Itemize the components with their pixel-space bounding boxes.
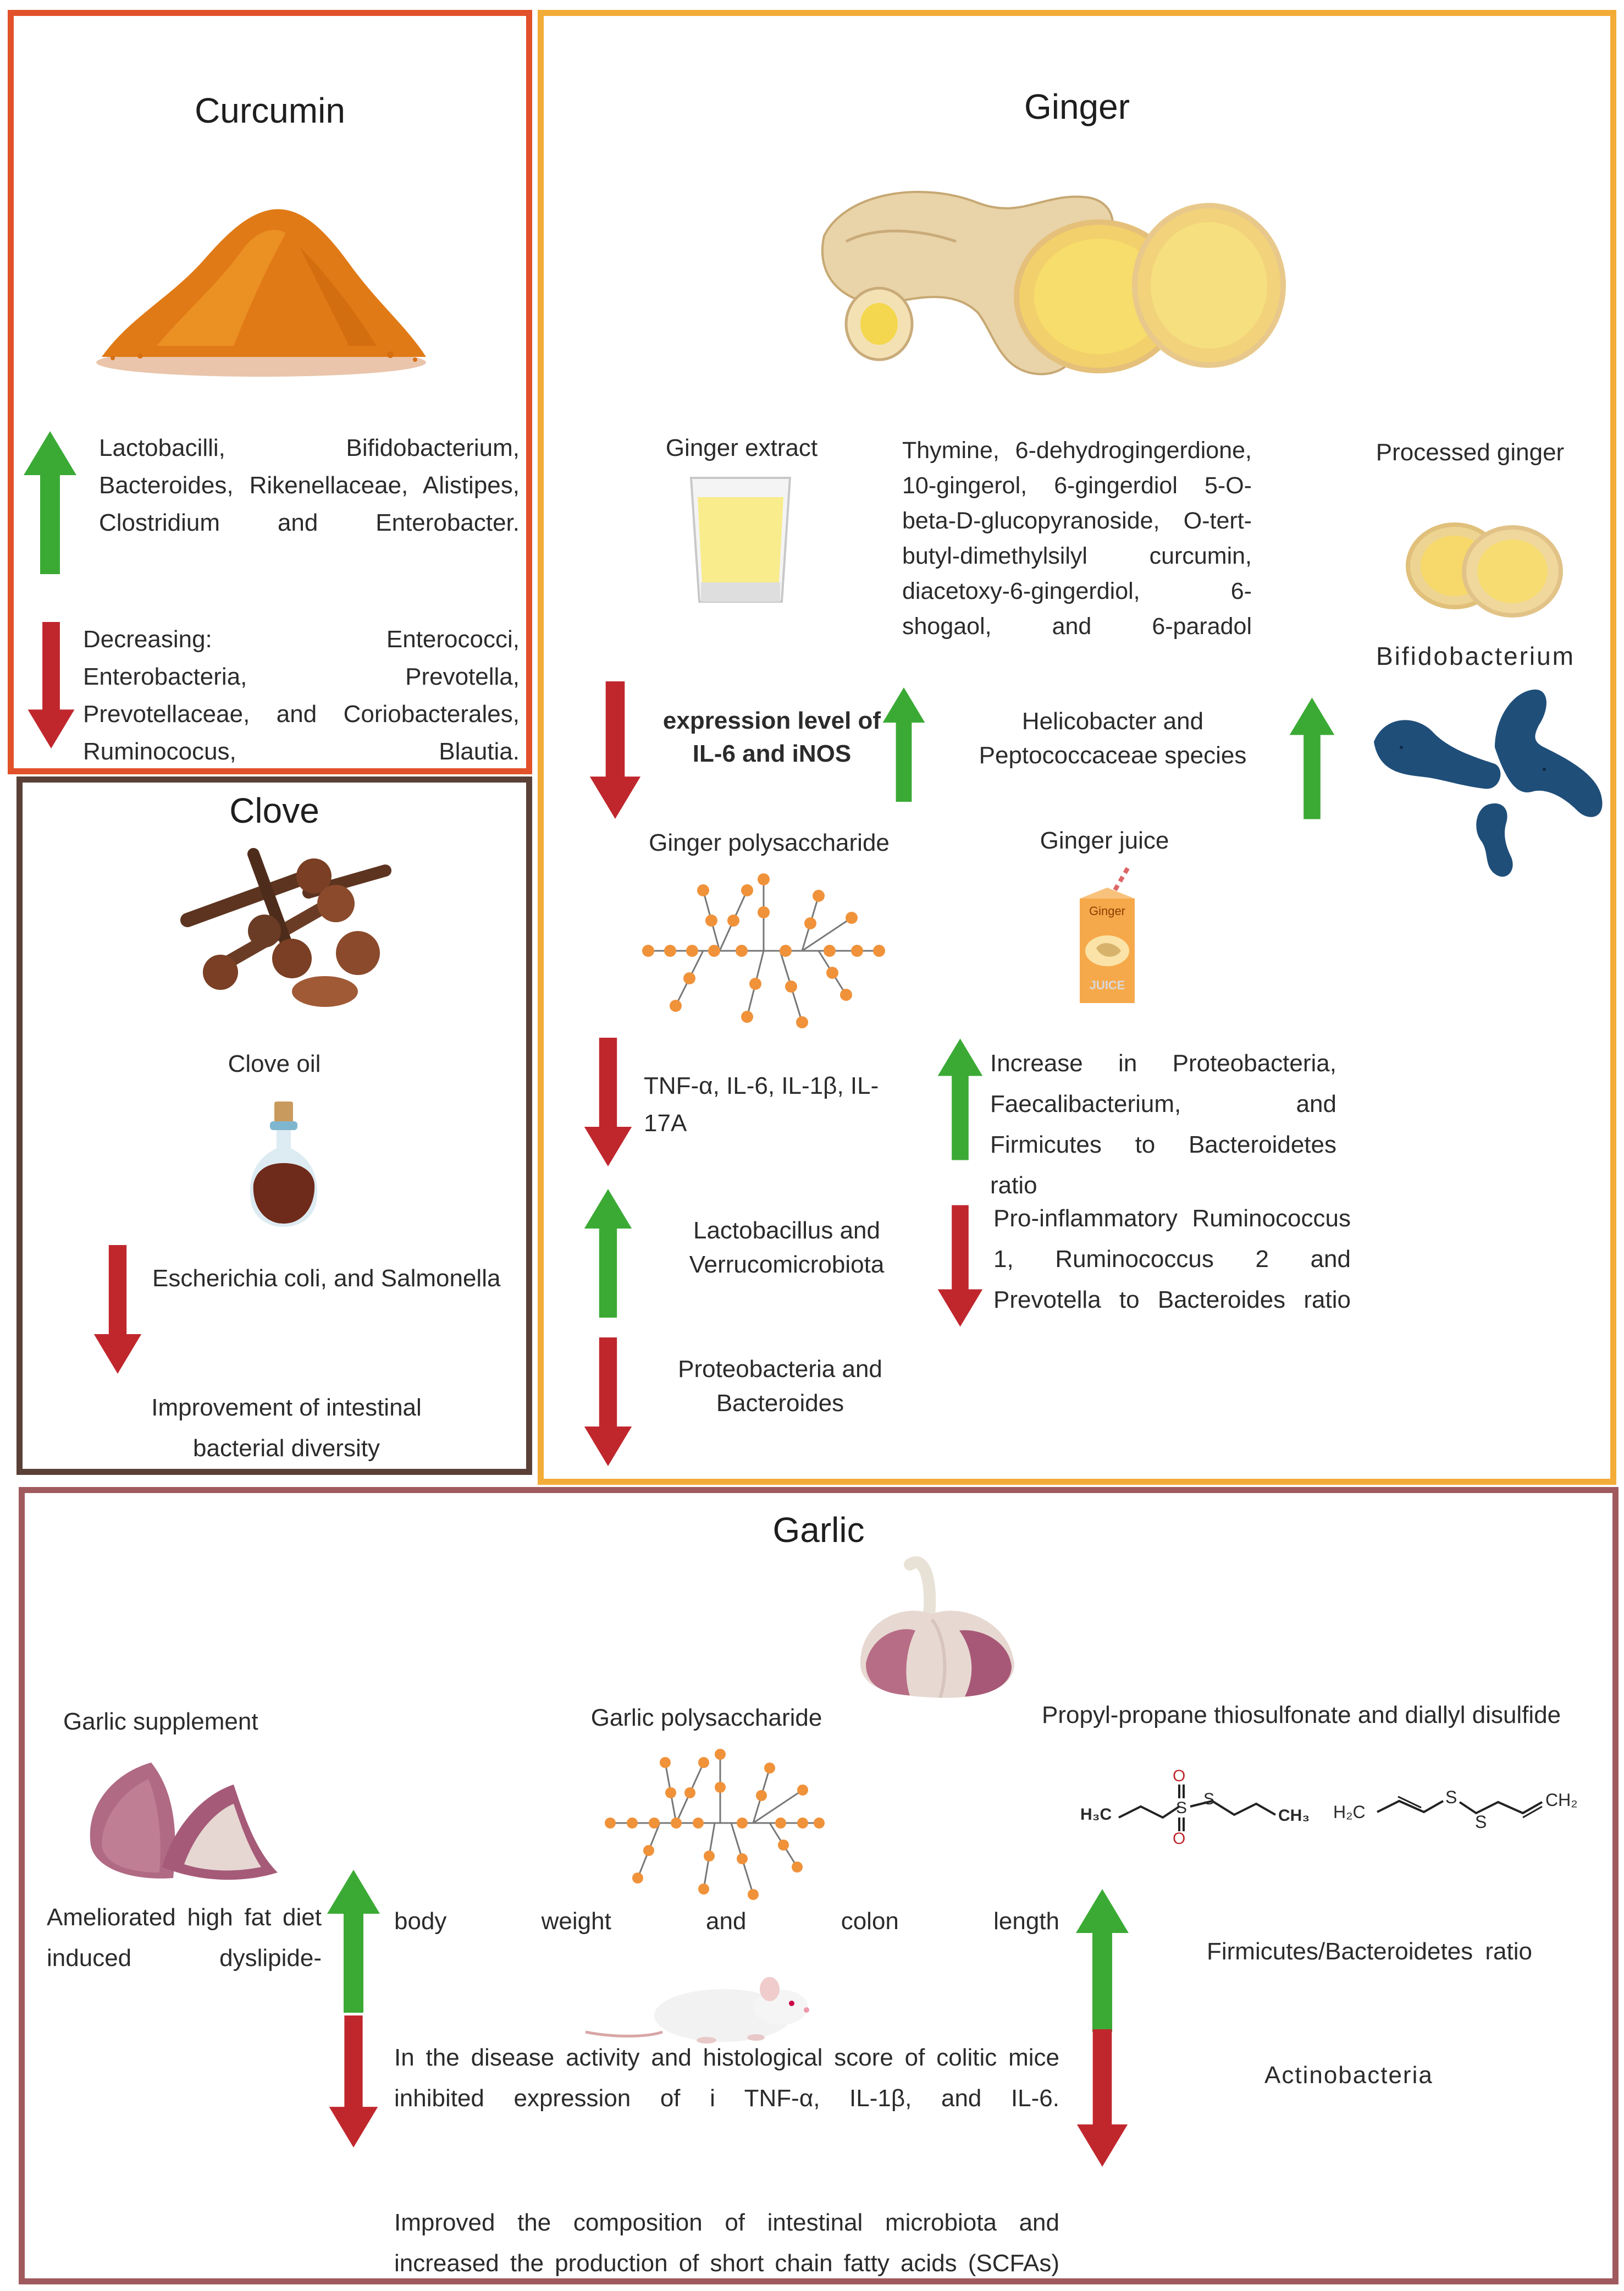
bifido-increase-arrow <box>1289 690 1335 827</box>
chem2-s2: S <box>1475 1812 1487 1832</box>
ginger-title: Ginger <box>1024 87 1130 126</box>
il6-inos-text: expression level of IL-6 and iNOS <box>662 707 881 767</box>
ginger-extract-glass-icon <box>689 477 792 603</box>
clove-oil-bottle-icon <box>250 1102 318 1227</box>
chem2-h2c: H₂C <box>1333 1802 1366 1822</box>
chem1-s2: S <box>1203 1790 1215 1808</box>
chem1-o-bottom: O <box>1173 1830 1186 1848</box>
ginger-juice-icon: Ginger JUICE <box>1071 866 1143 1009</box>
ginger-cytokines-text: TNF-α, IL-6, IL-1β, IL-17A <box>644 1072 879 1137</box>
ginger-polysaccharide-label: Ginger polysaccharide <box>649 829 890 856</box>
clove-improvement-text: Improvement of intestinal bacterial dive… <box>151 1394 422 1462</box>
propyl-label: Propyl-propane thiosulfonate and diallyl… <box>1042 1701 1561 1728</box>
curcumin-panel: Curcumin Lactobacilli, Bifidobacterium, … <box>8 10 532 774</box>
bifidobacterium-icon <box>1374 689 1603 877</box>
chem1-s1: S <box>1176 1799 1187 1817</box>
garlic-disease-decrease-arrow <box>326 2015 381 2147</box>
processed-ginger-label: Processed ginger <box>1376 439 1565 466</box>
curcumin-decrease-arrow <box>24 622 79 748</box>
garlic-supplement-text: Ameliorated high fat diet induced dyslip… <box>47 1904 322 1971</box>
clove-decrease-text: Escherichia coli, and Salmonella <box>152 1265 501 1292</box>
ginger-root-icon <box>821 191 1286 376</box>
garlic-body-increase-arrow <box>326 1867 381 2015</box>
curcumin-powder-icon <box>96 209 426 377</box>
garlic-actinobacteria-text: Actinobacteria <box>1264 2062 1433 2089</box>
clove-oil-label: Clove oil <box>228 1050 321 1077</box>
mouse-icon <box>585 1977 809 2044</box>
il6-decrease-arrow <box>588 681 643 819</box>
processed-ginger-icon <box>1406 522 1563 618</box>
propyl-propane-thiosulfonate-structure: H₃C O S O S CH₃ <box>1080 1763 1333 1873</box>
ginger-extract-label: Ginger extract <box>665 434 818 461</box>
clove-decrease-arrow <box>93 1243 142 1375</box>
chem1-ch3: CH₃ <box>1278 1807 1310 1825</box>
curcumin-decrease-text: Decreasing: Enterococci, Enterobacteria,… <box>83 626 520 765</box>
garlic-panel: Garlic Garlic supplement Ameliorated hig… <box>19 1487 1619 2284</box>
lacto-increase-arrow <box>583 1185 633 1322</box>
garlic-title: Garlic <box>772 1510 865 1550</box>
garlic-bulb-icon <box>860 1556 1014 1699</box>
chem2-ch2: CH₂ <box>1545 1790 1578 1810</box>
bifidobacterium-label: Bifidobacterium <box>1376 642 1576 670</box>
curcumin-increase-arrow <box>23 431 78 574</box>
diallyl-disulfide-structure: H₂C S S CH₂ <box>1333 1763 1614 1873</box>
proteobacteria-bacteroides-text: Proteobacteria and Bacteroides <box>678 1356 882 1417</box>
chem2-s1: S <box>1445 1787 1457 1807</box>
garlic-clove-icon <box>90 1763 278 1880</box>
proinflammatory-decrease-arrow <box>937 1197 984 1335</box>
ginger-increase-text: Increase in Proteobacteria, Faecalibacte… <box>990 1050 1336 1199</box>
curcumin-title: Curcumin <box>195 91 345 130</box>
chem1-o-top: O <box>1173 1767 1186 1785</box>
ginger-polysaccharide-icon <box>642 873 885 1028</box>
juice-carton-top-text: Ginger <box>1089 904 1126 918</box>
garlic-polysaccharide-icon <box>605 1749 825 1900</box>
cytokines-decrease-arrow <box>583 1033 633 1171</box>
helicobacter-increase-arrow <box>882 676 926 813</box>
ginger-juice-label: Ginger juice <box>1040 827 1169 854</box>
garlic-disease-text: In the disease activity and histological… <box>394 2044 1059 2112</box>
actinobacteria-decrease-arrow <box>1075 2029 1130 2167</box>
lactobacillus-text: Lactobacillus and Verrucomicrobiota <box>689 1217 885 1278</box>
clove-panel: Clove Clove oil Escherichia coli, and Sa… <box>16 776 532 1475</box>
chem1-h3c: H₃C <box>1080 1805 1112 1824</box>
firmicutes-increase-arrow <box>1075 1889 1130 2032</box>
garlic-supplement-label: Garlic supplement <box>63 1708 258 1735</box>
proteobacteria-increase-arrow <box>937 1031 984 1168</box>
curcumin-increase-text: Lactobacilli, Bifidobacterium, Bacteroid… <box>99 434 520 536</box>
garlic-improved-text: Improved the composition of intestinal m… <box>394 2209 1059 2277</box>
juice-carton-bottom-text: JUICE <box>1089 978 1125 992</box>
proteo-decrease-arrow <box>583 1333 633 1471</box>
garlic-firmicutes-text: Firmicutes/Bacteroidetes ratio <box>1207 1938 1532 1965</box>
helicobacter-text: Helicobacter and Peptococcaceae species <box>979 708 1247 769</box>
garlic-body-text: body weight and colon length <box>394 1908 1059 1935</box>
ginger-panel: Ginger Ginger extract Thymine, 6-dehydro… <box>538 10 1616 1485</box>
clove-title: Clove <box>229 791 319 830</box>
ginger-compounds-text: Thymine, 6-dehydrogingerdione, 10-ginger… <box>902 437 1252 640</box>
ginger-proinflammatory-text: Pro-inflammatory Ruminococcus 1, Ruminoc… <box>993 1205 1351 1313</box>
clove-spice-icon <box>180 848 391 1007</box>
garlic-polysaccharide-label: Garlic polysaccharide <box>590 1704 822 1731</box>
